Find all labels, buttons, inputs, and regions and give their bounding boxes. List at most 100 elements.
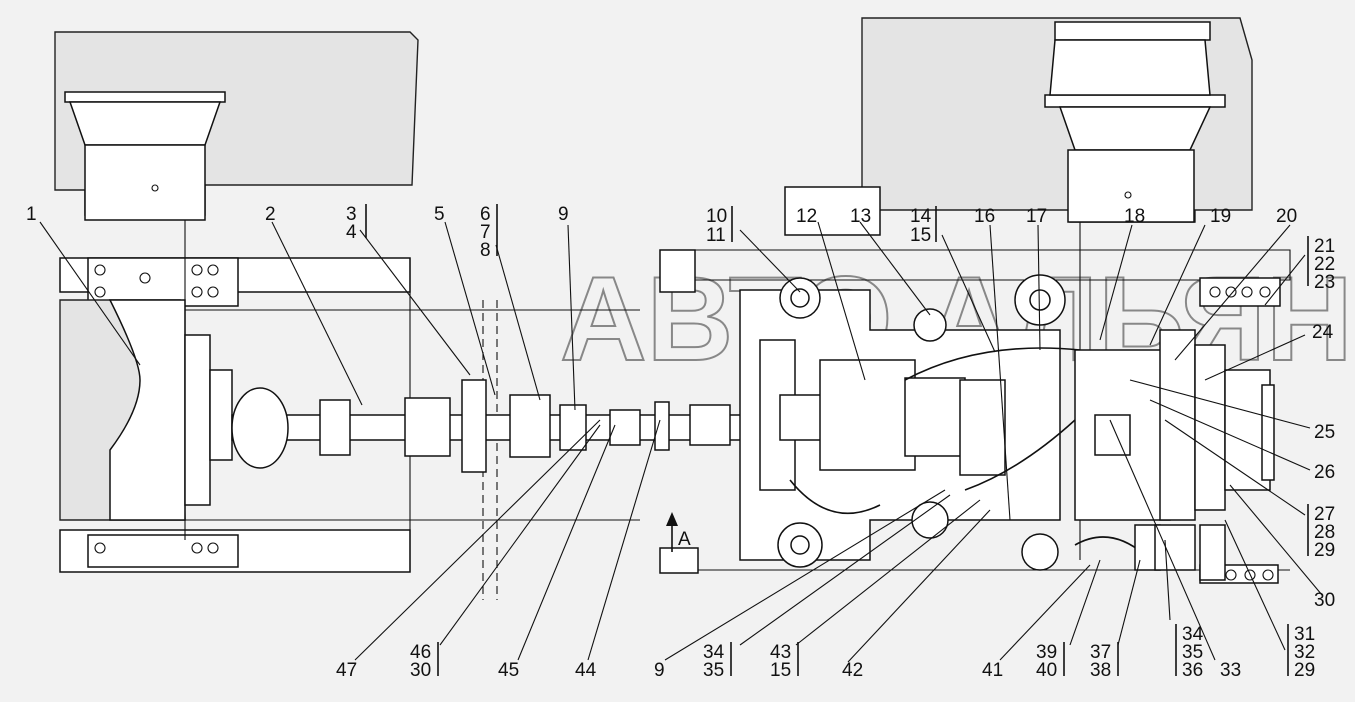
callout-40: 40: [1036, 660, 1057, 681]
right-wheel: [861, 17, 1253, 223]
callout-33: 33: [1220, 660, 1241, 681]
callout-21: 21: [1314, 236, 1335, 257]
callout-24: 24: [1312, 322, 1334, 343]
callout-15b: 15: [770, 660, 791, 681]
svg-text:9: 9: [654, 660, 665, 681]
svg-text:30: 30: [1314, 590, 1335, 611]
callout-47: 47: [336, 660, 357, 681]
callout-11: 11: [706, 225, 726, 246]
svg-text:1: 1: [26, 204, 37, 225]
svg-text:25: 25: [1314, 422, 1335, 443]
callout-34a: 34: [703, 642, 725, 663]
svg-text:2: 2: [265, 204, 276, 225]
callout-23: 23: [1314, 272, 1335, 293]
right-axle-hub: [1074, 222, 1275, 581]
svg-text:41: 41: [982, 660, 1003, 681]
svg-text:34: 34: [346, 204, 357, 243]
callout-26: 26: [1314, 462, 1335, 483]
callout-28: 28: [1314, 522, 1335, 543]
callout-35a: 35: [703, 660, 724, 681]
svg-text:47: 47: [336, 660, 357, 681]
callout-42: 42: [842, 660, 863, 681]
svg-text:18: 18: [1124, 206, 1145, 227]
callout-31: 31: [1294, 624, 1315, 645]
callout-9-bottom: 9: [654, 660, 665, 681]
callout-34b: 34: [1182, 624, 1204, 645]
callout-2: 2: [265, 204, 276, 225]
callout-22: 22: [1314, 254, 1335, 275]
svg-text:9: 9: [558, 204, 569, 225]
svg-text:17: 17: [1026, 206, 1047, 227]
callout-32: 32: [1294, 642, 1315, 663]
svg-text:678: 678: [480, 204, 491, 261]
callout-36: 36: [1182, 660, 1203, 681]
view-marker-label: A: [678, 529, 691, 550]
svg-text:19: 19: [1210, 206, 1231, 227]
label-bars: [365, 204, 1309, 676]
svg-text:13: 13: [850, 206, 871, 227]
svg-text:12: 12: [796, 206, 817, 227]
callout-1: 1: [26, 204, 37, 225]
callout-39: 39: [1036, 642, 1057, 663]
callout-8: 8: [480, 240, 491, 261]
callout-20: 20: [1276, 206, 1297, 227]
callout-45: 45: [498, 660, 519, 681]
callout-6: 6: [480, 204, 491, 225]
callout-46: 46: [410, 642, 431, 663]
callout-19: 19: [1210, 206, 1231, 227]
left-axle-hub: [59, 220, 233, 540]
callout-9-top: 9: [558, 204, 569, 225]
callout-12: 12: [796, 206, 817, 227]
callout-38: 38: [1090, 660, 1111, 681]
callout-13: 13: [850, 206, 871, 227]
svg-text:16: 16: [974, 206, 995, 227]
callout-35b: 35: [1182, 642, 1203, 663]
callout-7: 7: [480, 222, 491, 243]
svg-text:44: 44: [575, 660, 597, 681]
view-arrow-a: A: [666, 512, 691, 552]
callout-29: 29: [1314, 540, 1335, 561]
svg-text:42: 42: [842, 660, 863, 681]
svg-text:24: 24: [1312, 322, 1334, 343]
callout-3: 3: [346, 204, 357, 225]
callout-44: 44: [575, 660, 597, 681]
chassis-frame: [59, 186, 1291, 600]
callout-41: 41: [982, 660, 1003, 681]
callout-30b: 30: [410, 660, 431, 681]
svg-text:33: 33: [1220, 660, 1241, 681]
drive-shaft: [231, 379, 761, 473]
svg-text:45: 45: [498, 660, 519, 681]
callout-37: 37: [1090, 642, 1111, 663]
left-wheel: [54, 31, 419, 221]
callout-27: 27: [1314, 504, 1335, 525]
callout-25: 25: [1314, 422, 1335, 443]
callout-4: 4: [346, 222, 357, 243]
callout-29b: 29: [1294, 660, 1315, 681]
callout-10: 10: [706, 206, 727, 227]
callout-5: 5: [434, 204, 445, 225]
callout-43: 43: [770, 642, 791, 663]
svg-text:26: 26: [1314, 462, 1335, 483]
callout-16: 16: [974, 206, 995, 227]
callout-14: 14: [910, 206, 932, 227]
callout-18: 18: [1124, 206, 1145, 227]
leader-lines: [39, 221, 1323, 663]
callout-17: 17: [1026, 206, 1047, 227]
callout-15: 15: [910, 225, 931, 246]
svg-text:5: 5: [434, 204, 445, 225]
svg-text:20: 20: [1276, 206, 1297, 227]
